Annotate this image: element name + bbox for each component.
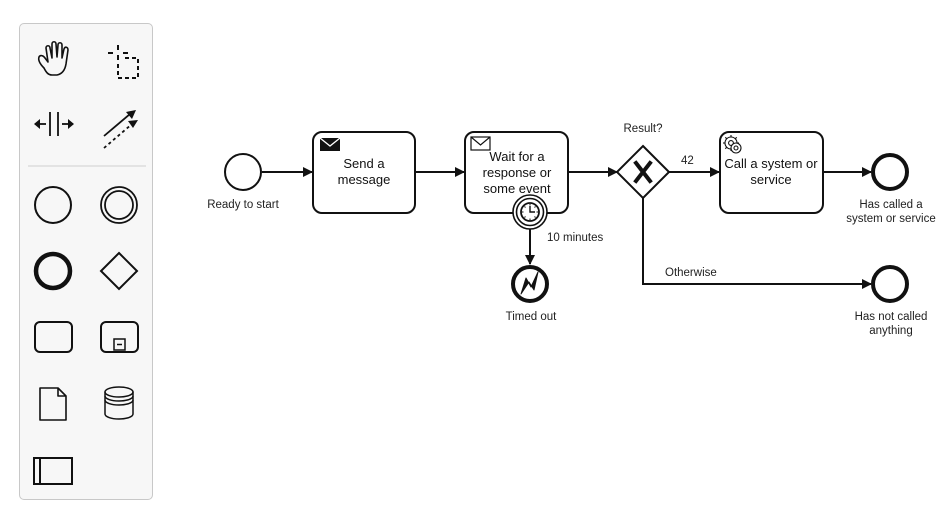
timed-out-end-event[interactable]	[511, 265, 549, 303]
space-tool-icon[interactable]	[34, 112, 74, 136]
clock-icon	[520, 202, 540, 222]
receive-task[interactable]: Wait for a response or some event	[464, 131, 569, 214]
start-event[interactable]	[224, 153, 262, 191]
end-event-not-called[interactable]	[871, 265, 909, 303]
receive-task-label-line2: response or	[483, 165, 552, 180]
pool-icon[interactable]	[33, 457, 73, 485]
connect-icon[interactable]	[103, 110, 138, 149]
gateway-icon[interactable]	[99, 251, 139, 291]
end-event-called[interactable]	[871, 153, 909, 191]
send-task-label-line2: message	[338, 172, 391, 187]
timed-out-label: Timed out	[506, 311, 558, 323]
data-object-icon[interactable]	[39, 387, 67, 421]
sequence-flows	[262, 167, 872, 289]
service-task-label-line1: Call a system or	[724, 156, 818, 171]
lasso-icon[interactable]	[106, 45, 139, 79]
hand-icon[interactable]	[37, 40, 69, 76]
start-event-icon[interactable]	[34, 186, 72, 224]
gear-icon	[723, 135, 742, 154]
data-store-icon[interactable]	[104, 386, 134, 420]
end-not-called-label-line1: Has not called	[855, 311, 928, 323]
timer-boundary-event[interactable]	[512, 194, 548, 230]
service-task-label-line2: service	[750, 172, 791, 187]
receive-task-label-line1: Wait for a	[489, 149, 545, 164]
envelope-outline-icon	[470, 136, 491, 151]
palette-graphics	[28, 40, 146, 485]
intermediate-event-icon[interactable]	[100, 186, 138, 224]
lightning-icon	[520, 271, 539, 295]
flow-42-label: 42	[681, 155, 694, 167]
service-task[interactable]: Call a system or service	[719, 131, 824, 214]
end-called-label-line2: system or service	[846, 213, 935, 225]
end-event-icon[interactable]	[33, 251, 73, 291]
flow-otherwise[interactable]	[642, 198, 872, 289]
tool-palette	[19, 23, 153, 500]
x-icon	[633, 160, 653, 184]
exclusive-gateway[interactable]	[615, 144, 671, 200]
start-event-label: Ready to start	[207, 199, 279, 211]
timer-label: 10 minutes	[547, 232, 604, 244]
gateway-label: Result?	[624, 123, 663, 135]
task-icon[interactable]	[34, 321, 73, 353]
end-not-called-label-line2: anything	[869, 325, 912, 337]
subprocess-icon[interactable]	[100, 321, 139, 353]
envelope-filled-icon	[319, 137, 341, 151]
receive-task-label-line3: some event	[483, 181, 551, 196]
end-called-label-line1: Has called a	[859, 199, 923, 211]
send-task[interactable]: Send a message	[312, 131, 416, 214]
flow-otherwise-label: Otherwise	[665, 267, 717, 279]
send-task-label-line1: Send a	[343, 156, 385, 171]
